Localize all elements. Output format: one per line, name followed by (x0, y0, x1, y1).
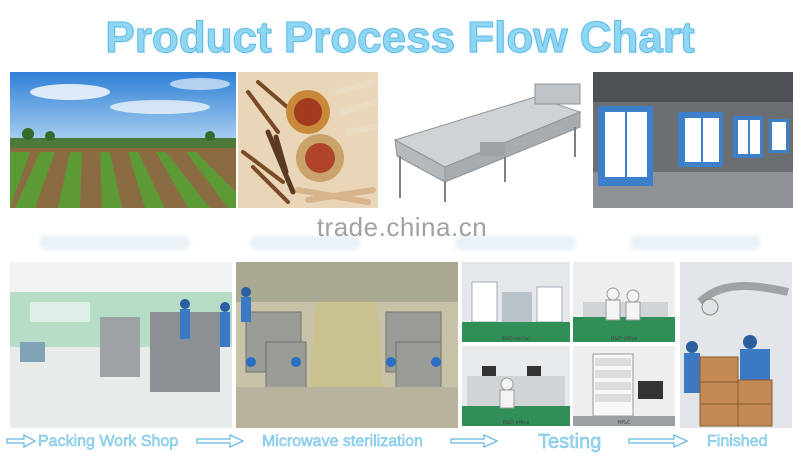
rd-office-photo-top (573, 262, 675, 342)
top-label-blur-3 (455, 236, 575, 250)
rd-office-photo-bottom (462, 346, 570, 426)
hplc-label: HPLC (617, 420, 631, 426)
packing-workshop-photo (10, 262, 232, 428)
microwave-line-photo (236, 262, 458, 428)
herbs-photo (238, 72, 378, 208)
arrow-icon-4 (628, 434, 688, 448)
testing-caption: Testing (538, 431, 602, 453)
arrow-icon-1 (6, 433, 36, 449)
drying-room-photo (593, 72, 793, 208)
top-label-blur-4 (630, 236, 760, 250)
packing-caption: Packing Work Shop (38, 433, 179, 450)
hplc-photo (573, 346, 675, 426)
rd-center-photo (462, 262, 570, 342)
finished-photo (680, 262, 792, 428)
top-label-blur-1 (40, 236, 190, 250)
page-title: Product Process Flow Chart (105, 13, 695, 63)
arrow-icon-2 (196, 434, 244, 448)
rd-office-label-top: R&D office (610, 336, 638, 342)
microwave-caption: Microwave sterilization (262, 433, 423, 450)
field-photo (10, 72, 236, 208)
washing-machine-photo (385, 72, 585, 208)
rd-center-label: R&D center (501, 336, 531, 342)
watermark: trade.china.cn (316, 212, 488, 242)
rd-office-label-bottom: R&D office (502, 420, 530, 426)
finished-caption: Finished (707, 433, 768, 450)
top-label-blur-2 (250, 236, 360, 250)
arrow-icon-3 (450, 434, 498, 448)
